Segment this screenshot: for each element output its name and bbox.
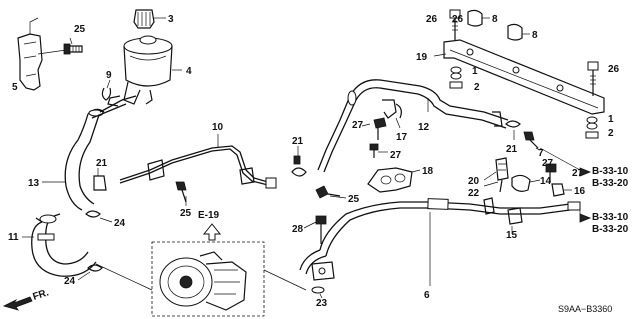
washer-part-23 [311,286,325,299]
callout-8-right: 8 [532,30,538,41]
bolt-part-27-right [545,163,557,182]
ref-b-33-20-upper: B-33-20 [592,178,629,189]
bolt-part-25-mid [175,181,187,206]
part-16-cap [551,183,572,197]
callout-5: 5 [12,82,18,93]
power-steering-pump [95,241,307,317]
callout-10: 10 [212,122,224,133]
clip-part-8-left [467,9,490,27]
callout-27-right: 27 [542,158,554,169]
ref-b-33-10-upper: B-33-10 [592,166,629,177]
bracket-part-5 [17,17,67,91]
clamp-part-17 [382,99,402,129]
clamp-part-24-upper [85,210,113,223]
pipe-part-10 [119,134,277,189]
ref-group-upper: B-33-10 B-33-20 [539,147,629,189]
bolt-part-25-top [63,37,83,55]
e19-reference: E-19 [198,210,222,241]
clamp-part-21-left [93,168,107,191]
callout-17: 17 [396,132,408,143]
callout-16: 16 [574,186,586,197]
callout-9: 9 [106,70,112,81]
callout-24-lower: 24 [64,276,76,287]
callout-3: 3 [168,14,174,25]
callout-22: 22 [468,188,480,199]
part-14-grommet [511,174,541,192]
cushion-part-1-top [450,66,462,80]
clamp-part-9 [101,79,112,101]
callout-28: 28 [292,224,304,235]
hose-part-13 [42,95,137,211]
callout-2-top: 2 [474,82,480,93]
reservoir-part-4 [107,35,182,107]
clip-part-8-right [507,23,530,41]
collar-part-2-bottom [585,131,599,139]
collar-part-2-top [449,81,463,89]
bracket-part-19 [433,39,605,115]
front-label: FR. [32,287,51,303]
bolt-part-27-lower [369,143,388,158]
hose-part-12 [317,79,509,173]
callout-2-bottom: 2 [608,128,614,139]
clamp-part-24-lower [77,264,103,281]
callout-26-left: 26 [452,14,464,25]
flange-fitting [311,261,335,281]
callout-21-left: 21 [96,158,108,169]
callout-8-left: 8 [492,14,498,25]
callout-23: 23 [316,298,328,309]
bolt-part-26-right [587,61,599,96]
bolt-part-25-right [315,185,347,199]
clamp-part-21-right [505,120,521,140]
bolt-part-26-left [449,9,461,40]
callout-19: 19 [416,52,428,63]
cushion-part-1-bottom [586,116,598,130]
callout-27-upper: 27 [352,120,364,131]
callout-12: 12 [418,122,430,133]
callout-1-top: 1 [472,66,478,77]
diagram-code: S9AA−B3360 [558,304,612,314]
callout-21-mid: 21 [292,136,304,147]
callout-11: 11 [8,232,19,243]
callout-1-bottom: 1 [608,114,614,125]
ref-b-33-10-lower: B-33-10 [592,212,629,223]
callout-27-right-label: 27 [572,168,584,179]
callout-15: 15 [506,230,518,241]
callout-24-upper: 24 [114,218,126,229]
reservoir-cap-part-3 [133,9,166,29]
callout-26-right: 26 [608,64,620,75]
callout-25-right: 25 [348,194,360,205]
callout-25-mid: 25 [180,208,192,219]
callout-20: 20 [468,176,480,187]
hose-part-11 [22,213,97,277]
callout-26-left-label: 26 [426,14,438,25]
callout-18: 18 [422,166,434,177]
ref-group-lower: B-33-10 B-33-20 [579,206,629,235]
callout-6: 6 [424,290,430,301]
hose-part-6 [299,197,581,286]
callout-25-top: 25 [74,24,86,35]
callout-13: 13 [28,178,40,189]
bolt-part-7 [523,131,541,151]
bolt-part-28 [303,215,327,244]
callout-14: 14 [540,176,552,187]
callout-4: 4 [186,66,192,77]
clamp-part-21-mid [291,146,307,177]
callout-21-right: 21 [506,144,518,155]
bolt-part-27-upper [361,117,387,140]
front-arrow: FR. [2,287,51,311]
sensor-part-22 [483,157,509,193]
callout-7: 7 [538,148,544,159]
e19-label: E-19 [198,210,220,221]
callout-27-lower: 27 [390,150,402,161]
ref-b-33-20-lower: B-33-20 [592,224,629,235]
bracket-part-18 [367,167,421,193]
